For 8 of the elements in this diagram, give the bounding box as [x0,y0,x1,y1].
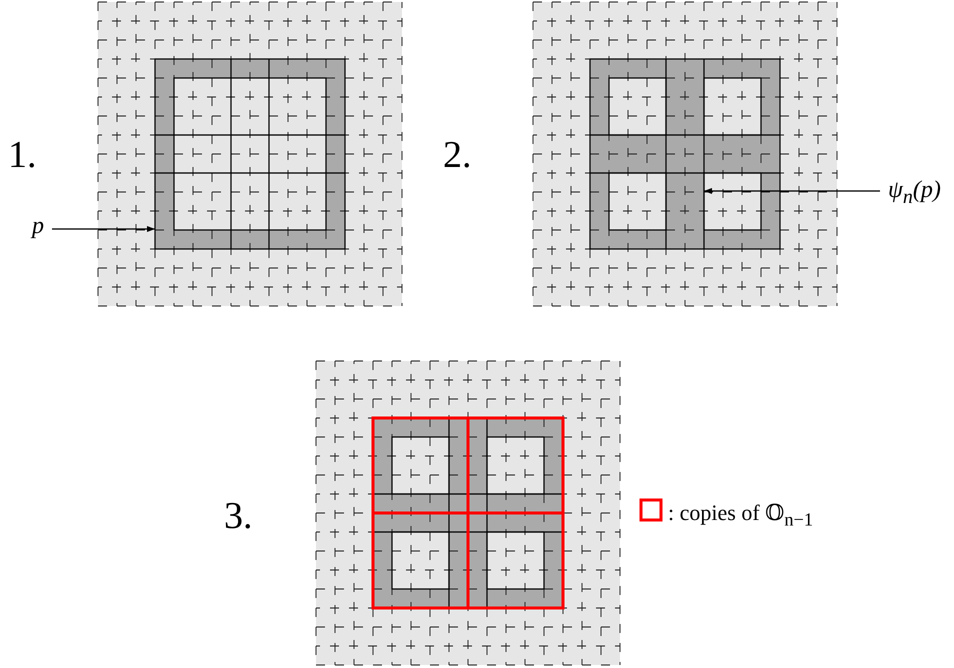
legend-text: : copies of 𝕆$_{n−1}$ [668,502,813,529]
math-label: ψ$_{n}$(p) [888,178,941,207]
leader-arrow [52,226,155,232]
leader-arrow [704,188,880,194]
math-label: p [32,214,44,238]
step-number: 3. [224,497,252,535]
step-number: 1. [8,136,36,174]
step-number: 2. [443,136,472,174]
